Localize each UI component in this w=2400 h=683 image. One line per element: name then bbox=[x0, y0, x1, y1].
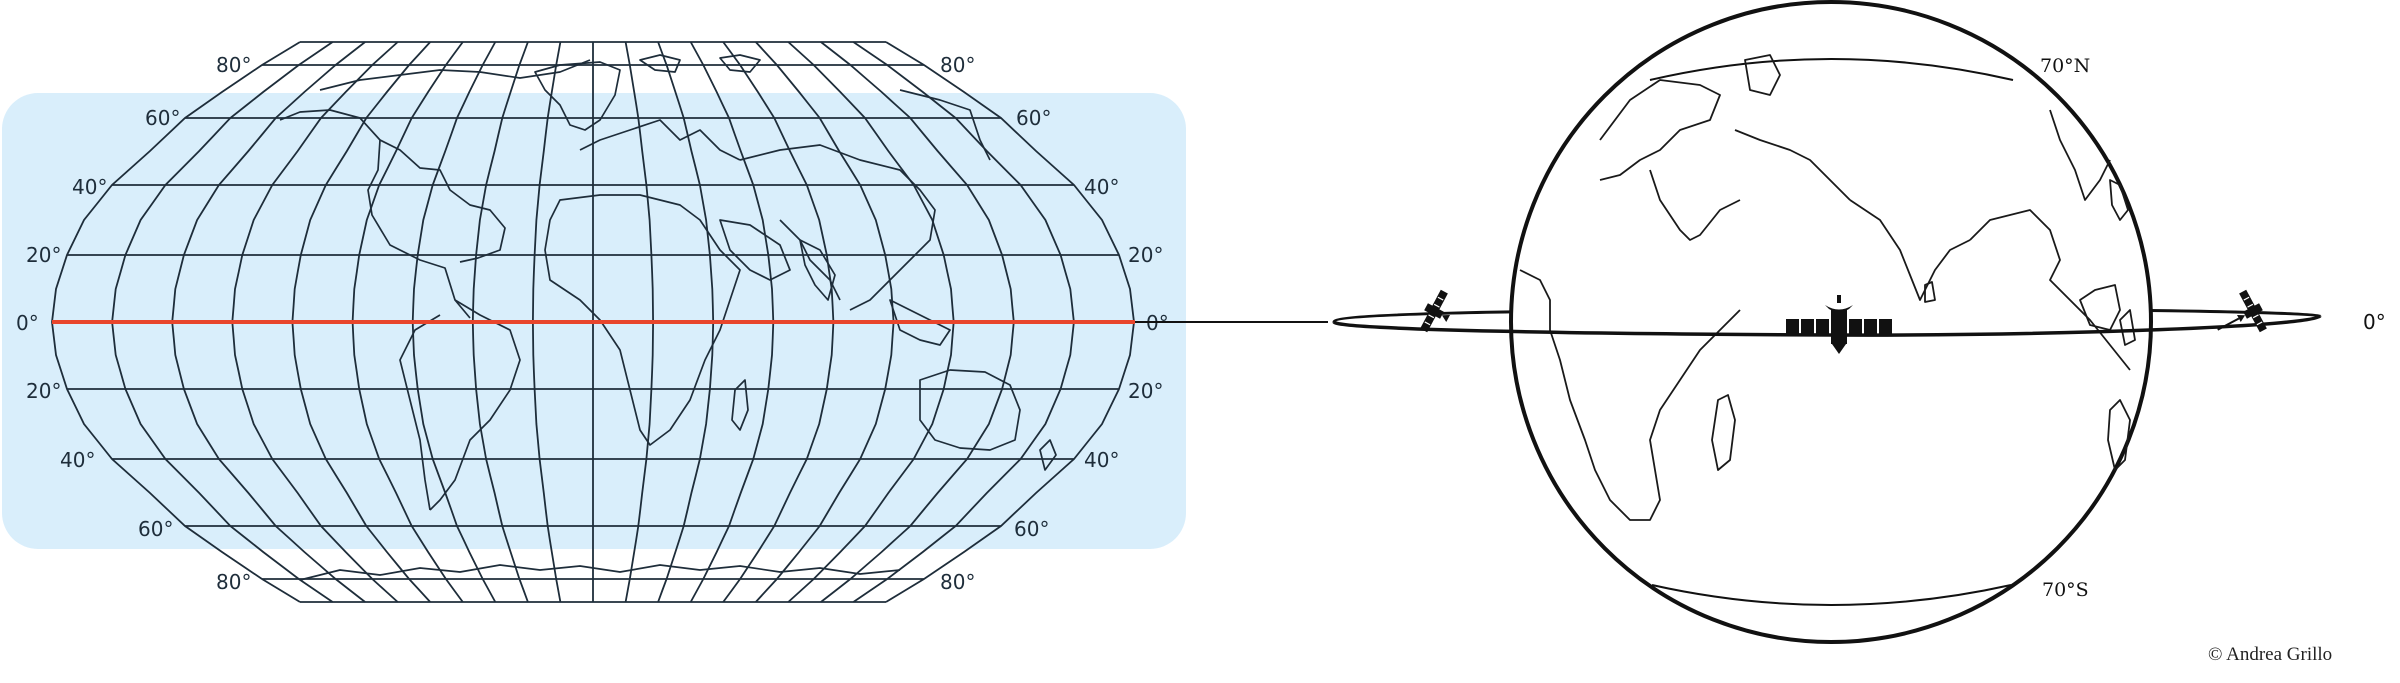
lat-label-right-80n: 80° bbox=[940, 53, 975, 77]
satellite-center-icon bbox=[1786, 295, 1892, 354]
lat-label-right-60s: 60° bbox=[1014, 517, 1049, 541]
parallel-70n bbox=[1649, 58, 2014, 81]
parallel-70s bbox=[1651, 584, 2012, 606]
coastline bbox=[299, 564, 901, 581]
satellite-right-icon bbox=[2217, 289, 2267, 333]
coastline bbox=[739, 144, 936, 311]
lat-label-right-20s: 20° bbox=[1128, 379, 1163, 403]
globe-coastline bbox=[2109, 179, 2129, 221]
map-latitude-labels: 80° 60° 40° 20° 0° 20° 40° 60° 80° 80° 6… bbox=[16, 53, 1169, 594]
globe-coastline bbox=[1744, 54, 1781, 96]
coastline bbox=[719, 54, 761, 73]
lat-label-right-40s: 40° bbox=[1084, 448, 1119, 472]
globe-coastline bbox=[1849, 199, 1971, 301]
globe-panel: 70°N 70°S 0° bbox=[1332, 0, 2386, 644]
globe-coastline bbox=[1734, 129, 1851, 201]
coastline bbox=[889, 299, 951, 346]
coastline bbox=[779, 219, 841, 301]
globe-coastline bbox=[1519, 269, 1741, 521]
lat-label-right-20n: 20° bbox=[1128, 243, 1163, 267]
label-orbit-equator: 0° bbox=[2363, 310, 2386, 334]
lat-label-left-60s: 60° bbox=[138, 517, 173, 541]
globe-coastlines bbox=[1519, 54, 2136, 521]
lat-label-right-40n: 40° bbox=[1084, 175, 1119, 199]
coastline bbox=[544, 194, 741, 446]
lat-label-right-60n: 60° bbox=[1016, 106, 1051, 130]
lat-label-left-20s: 20° bbox=[26, 379, 61, 403]
lat-label-left-80n: 80° bbox=[216, 53, 251, 77]
lat-label-left-40s: 40° bbox=[60, 448, 95, 472]
coastline bbox=[639, 54, 681, 73]
lat-label-right-80s: 80° bbox=[940, 570, 975, 594]
credit-text: © Andrea Grillo bbox=[2208, 644, 2332, 665]
globe-coastline bbox=[1969, 209, 2131, 371]
coastline bbox=[279, 109, 471, 319]
lat-label-left-80s: 80° bbox=[216, 570, 251, 594]
globe-coastline bbox=[1599, 79, 1721, 181]
lat-label-left-20n: 20° bbox=[26, 243, 61, 267]
lat-label-left-0: 0° bbox=[16, 311, 39, 335]
lat-label-left-40n: 40° bbox=[72, 175, 107, 199]
coastline bbox=[534, 61, 621, 131]
map-coastlines bbox=[279, 54, 1057, 581]
label-70n: 70°N bbox=[2040, 55, 2090, 77]
coastline bbox=[799, 239, 836, 301]
coastline bbox=[731, 379, 749, 431]
lat-label-left-60n: 60° bbox=[145, 106, 180, 130]
globe-coastline bbox=[2049, 109, 2111, 201]
globe-coastline bbox=[1649, 169, 1741, 241]
satellite-left-icon bbox=[1420, 289, 1451, 333]
globe-coastline bbox=[2107, 399, 2131, 471]
coastline bbox=[379, 139, 506, 263]
coastline bbox=[579, 119, 741, 161]
left-map-panel: 80° 60° 40° 20° 0° 20° 40° 60° 80° 80° 6… bbox=[2, 41, 1186, 603]
label-70s: 70°S bbox=[2042, 579, 2089, 601]
coastline bbox=[399, 314, 441, 511]
coastline bbox=[719, 219, 791, 281]
globe-coastline bbox=[2079, 284, 2121, 331]
globe-coastline bbox=[1711, 394, 1736, 471]
coastline bbox=[319, 59, 591, 91]
globe-coastline bbox=[2119, 309, 2136, 346]
coastline bbox=[899, 89, 991, 161]
globe-coastline bbox=[1924, 281, 1936, 303]
coastline bbox=[919, 369, 1021, 451]
coastline bbox=[1039, 439, 1057, 471]
